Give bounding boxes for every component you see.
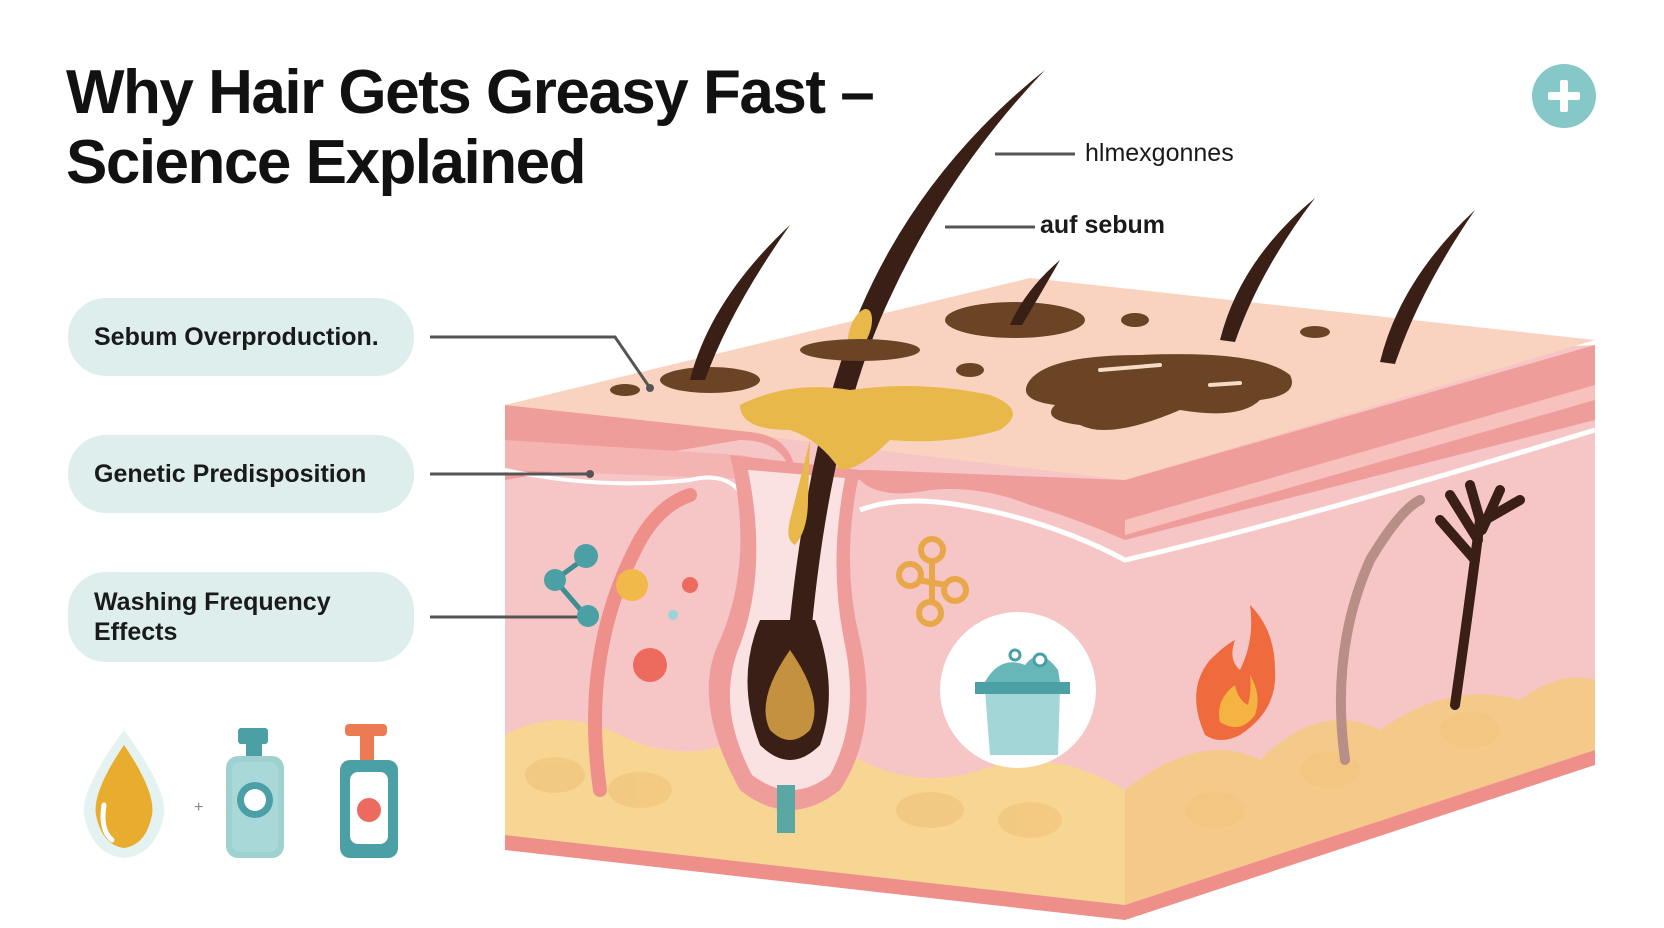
factor-label: Genetic Predisposition	[94, 460, 367, 488]
nerve-fiber	[1435, 480, 1525, 710]
molecule-icon	[544, 544, 698, 682]
title-line-1: Why Hair Gets Greasy Fast –	[66, 58, 875, 127]
factor-label: Sebum Overproduction.	[94, 323, 379, 351]
oil-buildup	[610, 302, 1330, 430]
callout-top: hlmexgonnes	[1085, 139, 1234, 167]
shampoo-bottle-icon	[226, 728, 284, 858]
epidermis-layer	[505, 345, 1595, 540]
sebum-pool	[740, 386, 1013, 470]
sebum-droplet	[765, 650, 815, 740]
page-title: Why Hair Gets Greasy Fast – Science Expl…	[66, 58, 875, 198]
title-line-2: Science Explained	[66, 128, 586, 197]
pump-bottle-icon	[340, 724, 398, 858]
factor-genetic-predisposition[interactable]: Genetic Predisposition	[68, 435, 414, 513]
hormone-icon	[896, 536, 969, 627]
add-button[interactable]	[1532, 64, 1596, 128]
factor-label: Washing Frequency Effects	[94, 588, 331, 646]
plus-icon	[1548, 80, 1580, 112]
main-hair-shaft	[790, 70, 1045, 625]
surface-hairs	[690, 198, 1475, 380]
flame-icon	[1196, 605, 1276, 740]
callout-sebum: auf sebum	[1040, 211, 1166, 239]
fat-layer	[505, 720, 1125, 905]
factor-sebum-overproduction[interactable]: Sebum Overproduction.	[68, 298, 414, 376]
washing-bucket-icon	[940, 612, 1096, 768]
factor-washing-frequency[interactable]: Washing Frequency Effects	[68, 572, 414, 662]
oil-drop-icon	[83, 730, 165, 858]
svg-text:+: +	[194, 799, 203, 816]
